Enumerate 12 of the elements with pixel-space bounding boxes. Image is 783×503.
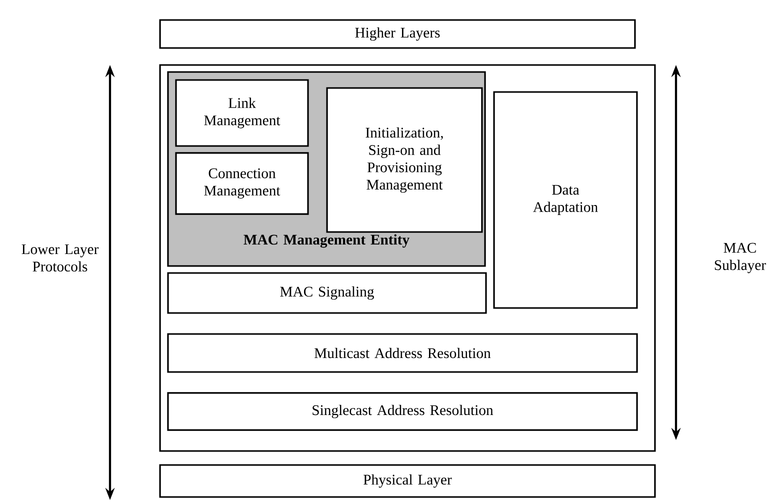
layer-box xyxy=(159,64,656,452)
layer-box: Data Adaptation xyxy=(493,91,638,309)
layer-box: Physical Layer xyxy=(159,464,656,498)
side-label: Lower Layer Protocols xyxy=(22,244,99,272)
layer-box: Multicast Address Resolution xyxy=(167,333,638,373)
layer-box: Singlecast Address Resolution xyxy=(167,392,638,431)
layer-box: Initialization, Sign-on and Provisioning Management xyxy=(326,87,483,233)
layer-box: Connection Management xyxy=(175,152,309,215)
layer-box: Link Management xyxy=(175,79,309,147)
layer-box: MAC Signaling xyxy=(167,272,487,314)
side-label: MAC Sublayer xyxy=(714,242,766,274)
layer-box: Higher Layers xyxy=(159,19,636,49)
